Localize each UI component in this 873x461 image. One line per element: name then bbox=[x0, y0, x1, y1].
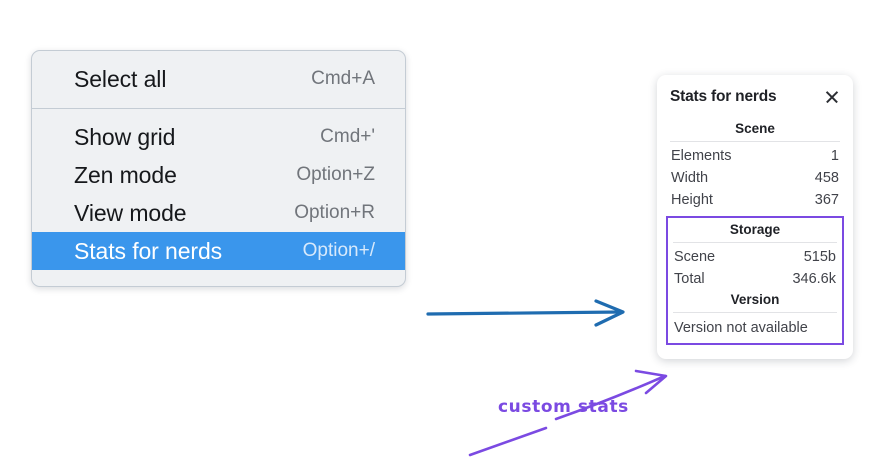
stat-value: 346.6k bbox=[792, 271, 836, 287]
stats-panel-title: Stats for nerds bbox=[670, 88, 777, 105]
stat-value: 515b bbox=[803, 249, 836, 265]
section-rule bbox=[670, 141, 840, 142]
blue-arrow-annotation bbox=[426, 299, 625, 327]
menu-item-shortcut: Cmd+' bbox=[320, 126, 375, 147]
menu-item-shortcut: Option+R bbox=[294, 202, 375, 223]
custom-stats-annotation-label: custom stats bbox=[498, 397, 629, 417]
menu-item-select-all[interactable]: Select all Cmd+A bbox=[32, 60, 405, 98]
section-rule bbox=[673, 242, 837, 243]
stats-section-scene: Scene Elements 1 Width 458 Height 367 bbox=[670, 119, 840, 211]
stat-row-height: Height 367 bbox=[670, 189, 840, 211]
stats-panel-header: Stats for nerds bbox=[670, 88, 840, 106]
menu-item-stats-for-nerds[interactable]: Stats for nerds Option+/ bbox=[32, 232, 405, 270]
menu-item-label: Show grid bbox=[74, 123, 176, 150]
menu-group-view: Show grid Cmd+' Zen mode Option+Z View m… bbox=[32, 109, 405, 286]
version-not-available-text: Version not available bbox=[674, 320, 808, 336]
context-menu[interactable]: Select all Cmd+A Show grid Cmd+' Zen mod… bbox=[31, 50, 406, 287]
stat-label: Elements bbox=[671, 148, 732, 164]
stat-label: Total bbox=[674, 271, 705, 287]
stat-value: 1 bbox=[830, 148, 839, 164]
section-rule bbox=[673, 312, 837, 313]
stat-label: Scene bbox=[674, 249, 716, 265]
stat-value: 367 bbox=[814, 192, 839, 208]
stat-value: 458 bbox=[814, 170, 839, 186]
stat-row-scene-storage: Scene 515b bbox=[673, 246, 837, 268]
stat-label: Width bbox=[671, 170, 709, 186]
stats-section-storage: Storage Scene 515b Total 346.6k bbox=[673, 220, 837, 290]
menu-item-label: Stats for nerds bbox=[74, 237, 223, 264]
menu-item-label: Select all bbox=[74, 65, 167, 92]
menu-footer-spacer bbox=[32, 270, 405, 286]
stat-label: Height bbox=[671, 192, 713, 208]
menu-item-label: View mode bbox=[74, 199, 187, 226]
custom-stats-highlight-box: Storage Scene 515b Total 346.6k Version … bbox=[666, 216, 844, 345]
menu-group-primary: Select all Cmd+A bbox=[32, 51, 405, 108]
menu-item-shortcut: Option+Z bbox=[296, 164, 375, 185]
menu-item-view-mode[interactable]: View mode Option+R bbox=[32, 194, 405, 232]
menu-item-label: Zen mode bbox=[74, 161, 177, 188]
menu-item-zen-mode[interactable]: Zen mode Option+Z bbox=[32, 156, 405, 194]
menu-item-show-grid[interactable]: Show grid Cmd+' bbox=[32, 118, 405, 156]
section-heading-version: Version bbox=[730, 292, 780, 307]
purple-underline-annotation bbox=[468, 426, 548, 457]
menu-item-shortcut: Cmd+A bbox=[311, 68, 375, 89]
menu-divider bbox=[32, 108, 405, 109]
menu-item-shortcut: Option+/ bbox=[302, 240, 375, 261]
stat-row-width: Width 458 bbox=[670, 167, 840, 189]
section-heading-scene: Scene bbox=[735, 121, 775, 136]
stats-section-version: Version Version not available bbox=[673, 290, 837, 338]
stat-row-total-storage: Total 346.6k bbox=[673, 268, 837, 290]
close-icon[interactable] bbox=[824, 90, 839, 105]
section-heading-storage: Storage bbox=[729, 222, 781, 237]
stats-for-nerds-panel: Stats for nerds Scene Elements 1 Width 4… bbox=[657, 75, 853, 359]
stat-row-elements: Elements 1 bbox=[670, 145, 840, 167]
